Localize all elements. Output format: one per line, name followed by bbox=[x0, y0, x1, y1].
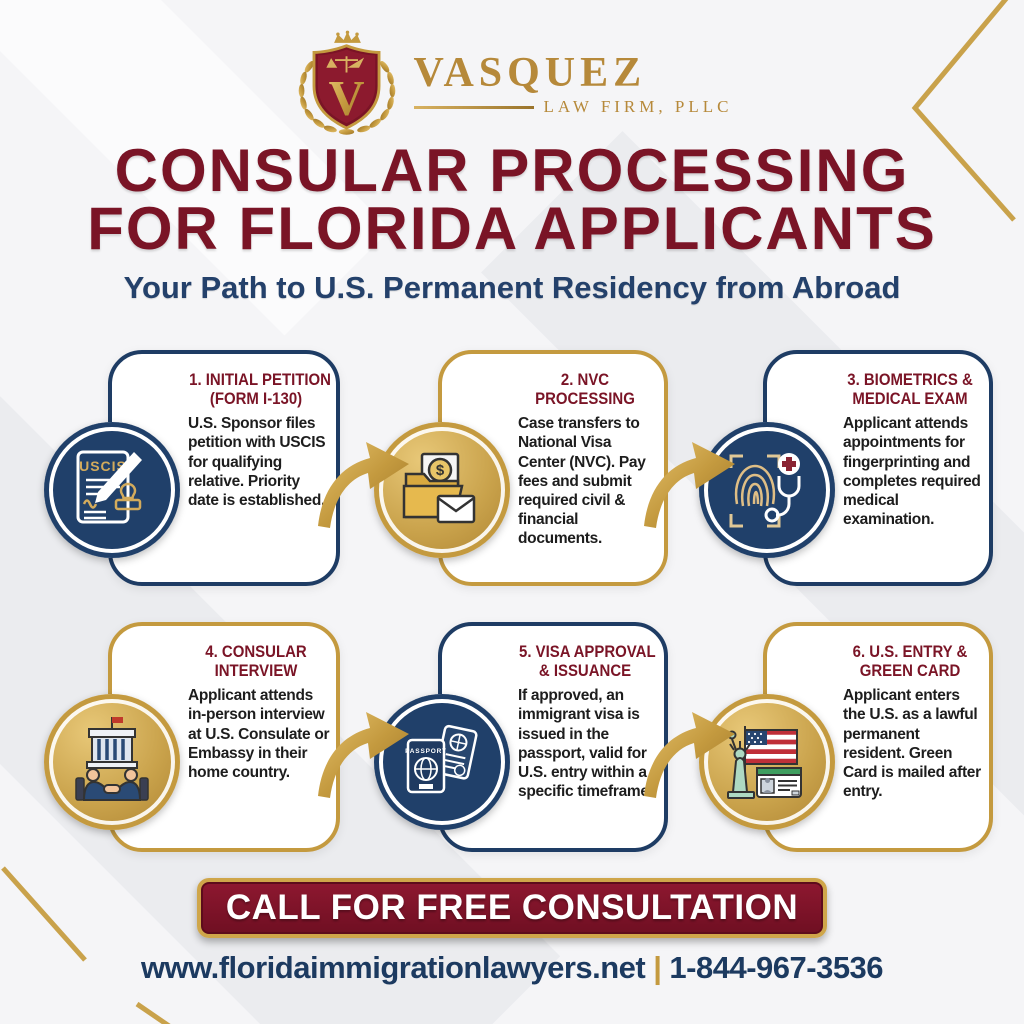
step-description: Applicant attends in-person interview at… bbox=[188, 687, 330, 781]
fingerprint-medical-icon bbox=[699, 422, 835, 558]
flow-arrow-step1-to-step2 bbox=[318, 442, 409, 528]
passport-visa-icon: PASSPORT bbox=[374, 694, 510, 830]
footer-separator: | bbox=[653, 950, 662, 985]
contact-bar: www.floridaimmigrationlawyers.net|1-844-… bbox=[0, 950, 1024, 986]
step-card-1: USCIS 1. INITIAL PETITION(FORM I-130) U.… bbox=[44, 350, 340, 586]
flow-arrow-step2-to-step3 bbox=[644, 442, 735, 528]
website-link[interactable]: www.floridaimmigrationlawyers.net bbox=[140, 950, 646, 985]
page-subtitle: Your Path to U.S. Permanent Residency fr… bbox=[123, 270, 901, 305]
step-card-3: 3. BIOMETRICS &MEDICAL EXAM Applicant at… bbox=[699, 350, 993, 586]
gold-lines-decoration bbox=[1, 866, 171, 1024]
page-title: CONSULAR PROCESSING FOR FLORIDA APPLICAN… bbox=[0, 137, 1024, 263]
cta-label: CALL FOR FREE CONSULTATION bbox=[225, 888, 799, 927]
logo-rule bbox=[413, 105, 534, 109]
step-description: Applicant enters the U.S. as a lawful pe… bbox=[843, 687, 981, 801]
svg-text:$: $ bbox=[436, 462, 445, 479]
logo-firm-type: LAW FIRM, PLLC bbox=[543, 97, 733, 117]
svg-text:PASSPORT: PASSPORT bbox=[405, 748, 447, 755]
call-for-consultation-button[interactable]: CALL FOR FREE CONSULTATION bbox=[197, 878, 827, 938]
documents-folder-icon: $ bbox=[374, 422, 510, 558]
us-entry-greencard-icon bbox=[699, 694, 835, 830]
uscis-petition-icon: USCIS bbox=[44, 422, 180, 558]
flow-arrow-step5-to-step6 bbox=[644, 712, 735, 798]
svg-text:V: V bbox=[328, 71, 364, 126]
flow-arrow-step4-to-step5 bbox=[318, 712, 409, 798]
step-title: 3. BIOMETRICS &MEDICAL EXAM bbox=[847, 370, 973, 409]
step-description: U.S. Sponsor files petition with USCIS f… bbox=[188, 415, 326, 509]
step-description: Applicant attends appointments for finge… bbox=[843, 415, 981, 529]
step-title: 5. VISA APPROVAL& ISSUANCE bbox=[519, 642, 656, 681]
title-line-2: FOR FLORIDA APPLICANTS bbox=[87, 195, 937, 263]
step-title: 1. INITIAL PETITION(FORM I-130) bbox=[189, 370, 331, 409]
gold-chevron-decoration bbox=[911, 0, 1016, 222]
step-card-6: 6. U.S. ENTRY &GREEN CARD Applicant ente… bbox=[699, 622, 993, 852]
step-description: If approved, an immigrant visa is issued… bbox=[518, 687, 653, 801]
step-description: Case transfers to National Visa Center (… bbox=[518, 415, 646, 548]
phone-number[interactable]: 1-844-967-3536 bbox=[669, 950, 884, 985]
vasquez-crest-icon: V bbox=[298, 30, 395, 135]
step-card-5: PASSPORT 5. VISA APPROVAL& ISSUANCE If a… bbox=[374, 622, 668, 852]
logo-firm-name: VASQUEZ bbox=[413, 49, 647, 96]
svg-text:USCIS: USCIS bbox=[79, 458, 127, 474]
consulate-interview-icon bbox=[44, 694, 180, 830]
step-title: 6. U.S. ENTRY &GREEN CARD bbox=[852, 642, 968, 681]
title-line-1: CONSULAR PROCESSING bbox=[114, 137, 910, 204]
law-firm-logo: V VASQUEZ LAW FIRM, PLLC bbox=[0, 30, 1024, 138]
